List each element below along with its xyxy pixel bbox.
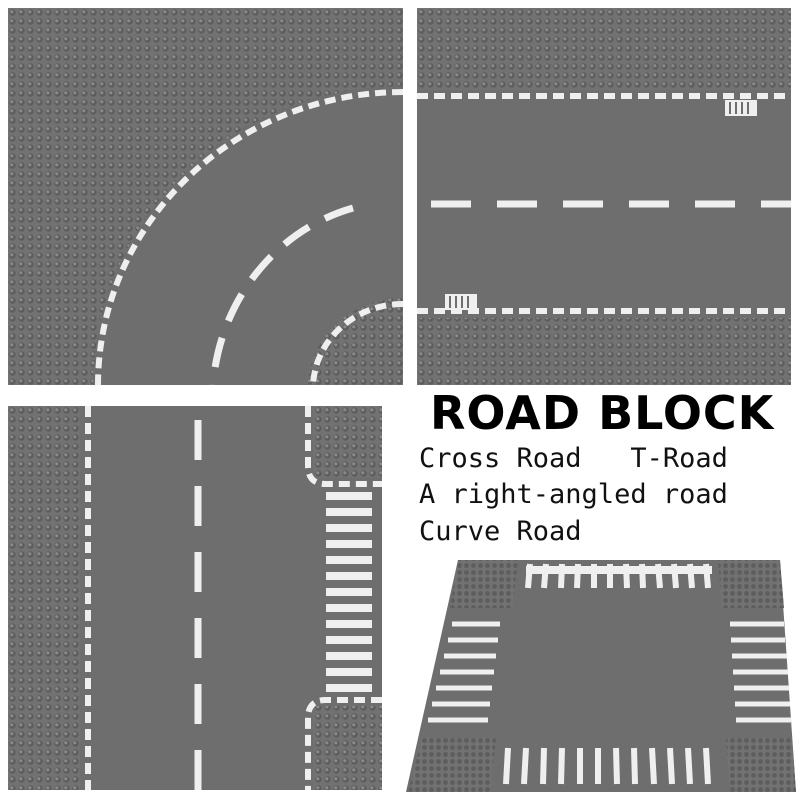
road-block-heading: ROAD BLOCK — [430, 386, 775, 440]
t-road-plate — [8, 406, 382, 790]
cross-road-t-road-label: Cross Road T-Road — [419, 443, 728, 474]
cross-road-plate — [406, 560, 796, 792]
curve-road-plate — [8, 8, 403, 385]
curve-road-label: Curve Road — [419, 516, 582, 547]
straight-road-plate — [417, 8, 791, 385]
right-angled-road-label: A right-angled road — [419, 479, 728, 510]
